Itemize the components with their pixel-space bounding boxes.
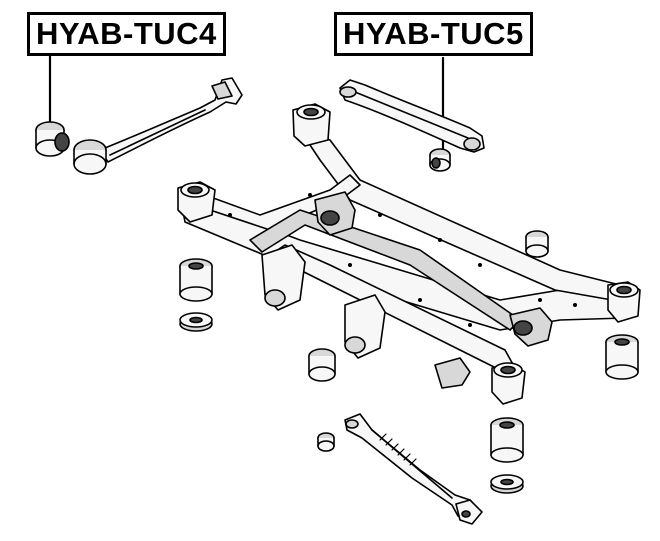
part-label-tuc5: HYAB-TUC5	[334, 12, 533, 56]
washer-left	[179, 312, 213, 332]
bushing-right-upper	[525, 230, 549, 258]
bushing-tuc5	[429, 148, 451, 172]
bushing-tuc4	[35, 121, 70, 157]
part-label-tuc5-text: HYAB-TUC5	[343, 16, 524, 51]
upper-right-control-arm	[339, 79, 485, 153]
washer-lower	[490, 474, 524, 494]
bushing-right-mount	[605, 334, 639, 380]
part-label-tuc4: HYAB-TUC4	[27, 12, 226, 56]
bushing-tuc4-secondary	[73, 139, 107, 175]
bushing-center	[308, 348, 336, 382]
lower-adjustable-link	[344, 413, 483, 525]
part-label-tuc4-text: HYAB-TUC4	[36, 16, 217, 51]
bushing-lower-mount	[490, 417, 524, 463]
bushing-left-mount	[179, 258, 213, 302]
rear-subframe	[177, 103, 641, 405]
bushing-lower-link	[317, 432, 335, 452]
upper-left-control-arm	[99, 77, 243, 163]
